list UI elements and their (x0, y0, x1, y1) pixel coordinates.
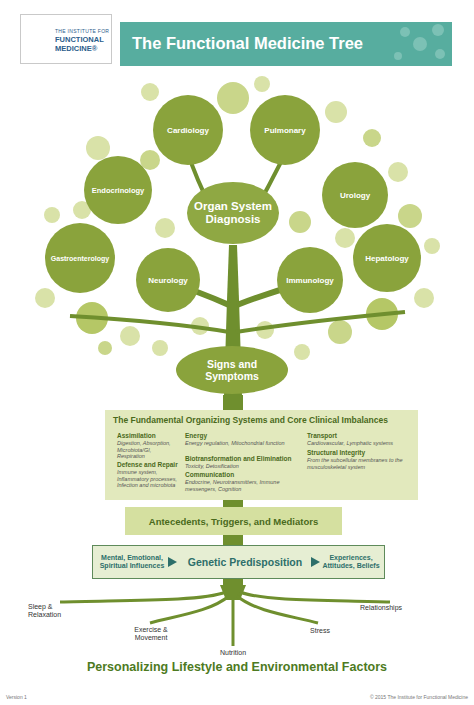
leaf-circle (120, 326, 140, 346)
node-heading: Immunology (286, 276, 334, 285)
node-text: From the subcellular membranes to the mu… (307, 457, 411, 470)
node-text: Cardiovascular, Lymphatic systems (307, 440, 411, 447)
root-label: Exercise & Movement (125, 626, 177, 642)
ellipse-shape (277, 247, 343, 313)
node-text: Communication (185, 471, 234, 479)
node-text: Energy (185, 432, 207, 440)
tree-root (240, 592, 390, 602)
node-text: Endocrine, Neurotransmitters, Immune mes… (185, 479, 297, 492)
leaf-circle (86, 136, 110, 160)
ellipse-shape (45, 223, 115, 293)
info-box: Mental, Emotional, Spiritual Influences G… (92, 545, 385, 579)
leaf-circle (155, 218, 175, 238)
node-text: Genetic Predisposition (177, 546, 313, 578)
node-text: Assimilation (117, 432, 156, 440)
banner-dot (400, 27, 410, 37)
node-heading: Pulmonary (264, 126, 305, 135)
node-text: Energy regulation, Mitochondrial functio… (185, 440, 297, 447)
node-heading: Neurology (148, 276, 188, 285)
system-circle: Gastroenterology (45, 223, 115, 293)
diagram-title: The Functional Medicine Tree (132, 34, 363, 53)
title-banner (120, 22, 452, 66)
info-box: The Fundamental Organizing Systems and C… (105, 410, 418, 500)
node-heading: Signs and Symptoms (192, 358, 272, 382)
ellipse-shape (353, 224, 421, 292)
node-text: Defense and Repair (117, 461, 178, 469)
tree-root (232, 598, 235, 646)
ellipse-shape (136, 248, 200, 312)
node-text: Structural Integrity (307, 449, 365, 457)
ellipse-shape (176, 346, 288, 394)
banner-dot (394, 52, 402, 60)
node-heading: Mental, Emotional, Spiritual Influences (96, 546, 168, 578)
node-text: Immune system, Inflammatory processes, I… (117, 469, 179, 489)
system-circle: Pulmonary (250, 95, 320, 165)
leaf-circle (414, 288, 434, 308)
leaf-circle (141, 83, 159, 101)
system-circle: Urology (322, 162, 388, 228)
node-heading: The Fundamental Organizing Systems and C… (113, 415, 413, 425)
node-heading: Hepatology (365, 254, 409, 263)
banner-dot (435, 49, 445, 59)
footer-note: © 2015 The Institute for Functional Medi… (300, 694, 468, 700)
leaf-circle (35, 288, 55, 308)
ellipse-shape (322, 162, 388, 228)
node-text: FUNCTIONAL MEDICINE® (55, 35, 111, 53)
node-heading: Antecedents, Triggers, and Mediators (149, 516, 318, 527)
system-circle: Neurology (136, 248, 200, 312)
leaf-circle (217, 82, 249, 114)
leaf-circle (294, 344, 310, 360)
tree-branch (236, 312, 405, 332)
ellipse-shape (250, 95, 320, 165)
leaf-circle (388, 162, 408, 182)
leaf-circle (152, 340, 168, 356)
system-circle: Hepatology (353, 224, 421, 292)
system-circle: Signs and Symptoms (176, 346, 288, 394)
tree-root (60, 592, 226, 602)
leaf-circle (44, 207, 60, 223)
footer-note: Version 1 (6, 694, 66, 700)
leaf-circle (289, 211, 311, 233)
leaf-circle (325, 101, 347, 123)
ellipse-shape (187, 182, 279, 244)
node-heading: Cardiology (167, 126, 209, 135)
banner-dot (432, 24, 444, 36)
node-heading: Endocrinology (92, 186, 145, 195)
leaf-circle (424, 238, 440, 254)
node-heading: Urology (340, 191, 370, 200)
leaf-circle (98, 341, 112, 355)
footer-heading: Personalizing Lifestyle and Environmenta… (0, 660, 474, 674)
tree-root (150, 596, 229, 623)
tree-branch (70, 316, 229, 332)
leaf-circle (328, 320, 352, 344)
leaf-circle (398, 204, 422, 228)
node-heading: Gastroenterology (51, 255, 109, 262)
system-circle: Organ System Diagnosis (187, 182, 279, 244)
system-circle: Immunology (277, 247, 343, 313)
node-heading: THE INSTITUTE FOR (55, 28, 111, 34)
info-box: Antecedents, Triggers, and Mediators (125, 507, 342, 535)
leaf-circle (254, 76, 270, 92)
root-label: Relationships (360, 604, 422, 611)
system-circle: Endocrinology (84, 156, 152, 224)
node-text: Transport (307, 432, 337, 440)
leaf-circle (335, 228, 355, 248)
node-text: Experiences, Attitudes, Beliefs (319, 546, 383, 578)
info-box: THE INSTITUTE FORFUNCTIONAL MEDICINE® (20, 14, 112, 64)
node-text: Toxicity, Detoxification (185, 463, 297, 470)
leaf-circle (363, 129, 381, 147)
root-label: Nutrition (208, 649, 258, 656)
node-text: Biotransformation and Elimination (185, 455, 292, 463)
ellipse-shape (84, 156, 152, 224)
system-circle: Cardiology (153, 95, 223, 165)
root-label: Sleep & Relaxation (28, 603, 78, 619)
ellipse-shape (153, 95, 223, 165)
node-heading: Organ System Diagnosis (191, 200, 275, 226)
banner-dot (413, 37, 427, 51)
root-label: Stress (300, 627, 340, 634)
node-text: Digestion, Absorption, Microbiota/GI, Re… (117, 440, 179, 460)
